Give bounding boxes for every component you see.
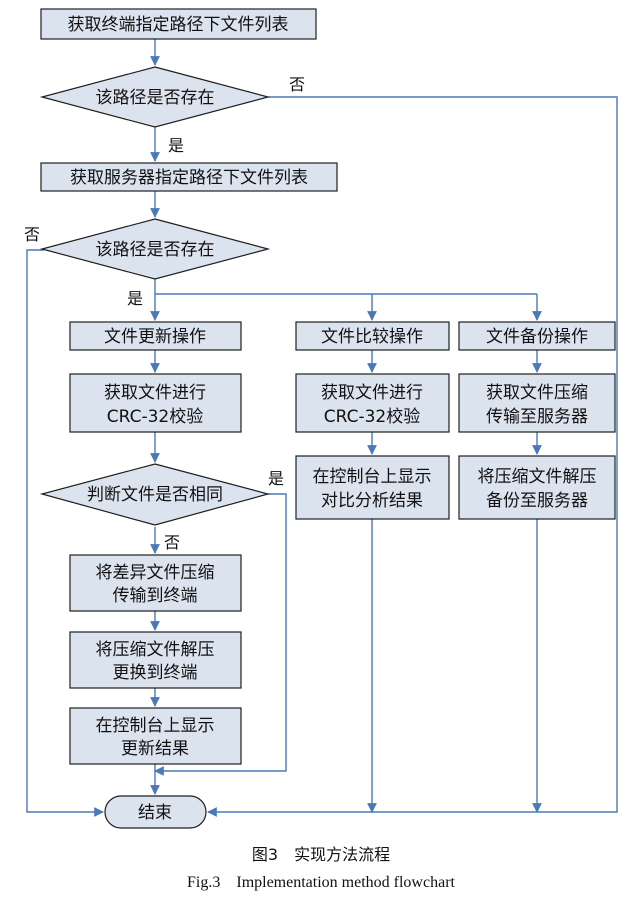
svg-text:文件比较操作: 文件比较操作 [321,327,423,347]
svg-text:判断文件是否相同: 判断文件是否相同 [87,485,223,505]
flowchart: 获取终端指定路径下文件列表 该路径是否存在 获取服务器指定路径下文件列表 该路径… [24,8,618,829]
node-display-update: 在控制台上显示 更新结果 [69,707,242,765]
label-same-no: 否 [164,533,180,552]
svg-text:文件更新操作: 文件更新操作 [104,327,206,347]
node-file-compare-op: 文件比较操作 [295,321,450,351]
decision-path-exists-1: 该路径是否存在 [39,66,271,128]
node-decompress-replace: 将压缩文件解压 更换到终端 [69,631,242,689]
svg-text:获取服务器指定路径下文件列表: 获取服务器指定路径下文件列表 [70,168,308,188]
svg-text:将压缩文件解压: 将压缩文件解压 [96,640,215,660]
terminal-end: 结束 [104,795,207,829]
node-get-terminal-list: 获取终端指定路径下文件列表 [40,8,317,40]
label-yes-2: 是 [127,289,143,308]
label-no-2: 否 [24,225,40,244]
figure-caption-zh: 图3 实现方法流程 [251,845,391,864]
svg-text:CRC-32校验: CRC-32校验 [107,407,203,427]
node-compare-display: 在控制台上显示 对比分析结果 [295,455,450,520]
label-yes-1: 是 [168,136,184,155]
node-file-backup-op: 文件备份操作 [458,321,616,351]
svg-text:获取文件进行: 获取文件进行 [321,383,423,403]
svg-text:获取文件进行: 获取文件进行 [104,383,206,403]
svg-text:该路径是否存在: 该路径是否存在 [96,88,215,108]
node-compare-crc: 获取文件进行 CRC-32校验 [295,373,450,433]
svg-text:更新结果: 更新结果 [121,739,189,759]
edge-same-yes [154,493,287,776]
svg-text:备份至服务器: 备份至服务器 [486,491,588,511]
svg-text:CRC-32校验: CRC-32校验 [324,407,420,427]
connectors [26,39,618,817]
edge-check2-no [26,249,104,817]
svg-text:文件备份操作: 文件备份操作 [486,327,588,347]
label-no-1: 否 [289,75,305,94]
decision-files-same: 判断文件是否相同 [39,463,271,526]
svg-text:更换到终端: 更换到终端 [113,663,198,683]
svg-text:结束: 结束 [138,803,172,823]
svg-text:该路径是否存在: 该路径是否存在 [96,240,215,260]
svg-text:在控制台上显示: 在控制台上显示 [96,716,215,736]
node-backup-compress: 获取文件压缩 传输至服务器 [458,373,616,433]
decision-path-exists-2: 该路径是否存在 [39,218,271,280]
svg-text:获取终端指定路径下文件列表: 获取终端指定路径下文件列表 [68,15,289,35]
figure-caption-en: Fig.3 Implementation method flowchart [187,874,455,891]
node-update-crc: 获取文件进行 CRC-32校验 [69,373,242,433]
label-same-yes: 是 [268,469,284,488]
svg-text:对比分析结果: 对比分析结果 [321,491,423,511]
svg-text:获取文件压缩: 获取文件压缩 [486,383,588,403]
node-get-server-list: 获取服务器指定路径下文件列表 [40,162,338,192]
svg-text:传输至服务器: 传输至服务器 [486,407,588,427]
svg-text:将压缩文件解压: 将压缩文件解压 [478,467,597,487]
svg-text:在控制台上显示: 在控制台上显示 [313,467,432,487]
node-file-update-op: 文件更新操作 [69,321,242,351]
svg-text:将差异文件压缩: 将差异文件压缩 [96,563,215,583]
edge-labels: 否 是 否 是 是 否 [24,75,305,552]
node-backup-decompress: 将压缩文件解压 备份至服务器 [458,455,616,520]
edge-check1-no [207,96,618,817]
svg-text:传输到终端: 传输到终端 [113,586,198,606]
node-compress-diff: 将差异文件压缩 传输到终端 [69,554,242,612]
